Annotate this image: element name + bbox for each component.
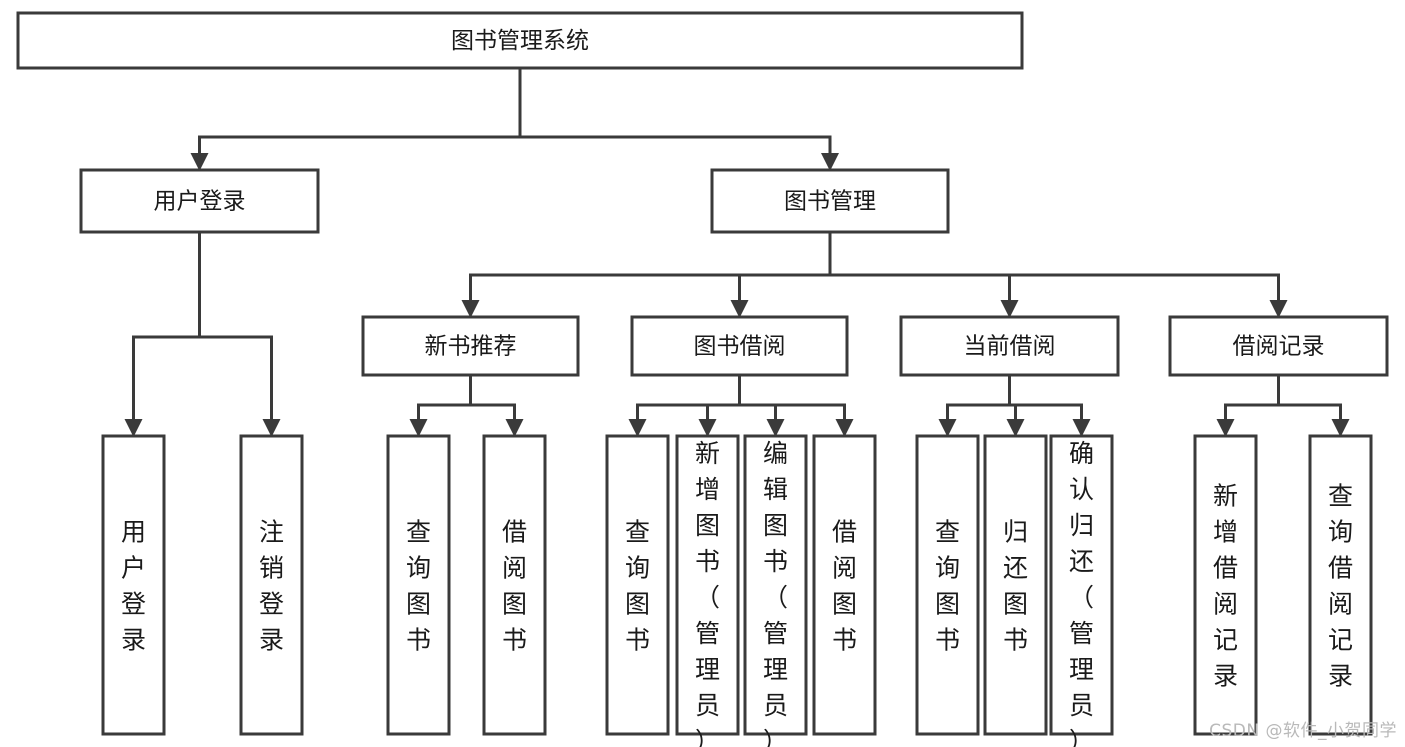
node-label-leaf-confirm-return: 确认归还（管理员） [1069, 439, 1094, 747]
node-box-leaf-user-login[interactable] [101, 434, 166, 736]
node-box-leaf-query-book-borrow[interactable] [605, 434, 670, 736]
node-box-leaf-add-book[interactable] [675, 434, 740, 736]
arrow-head-icon [1216, 419, 1235, 437]
node-box-leaf-confirm-return[interactable] [1049, 434, 1114, 736]
edge-record-to-leaves [1216, 373, 1350, 437]
node-leaf-query-borrow-record[interactable]: 查询借阅记录 [1308, 434, 1373, 736]
node-label-leaf-query-book-rec: 查询图书 [406, 517, 431, 654]
arrow-head-icon [938, 419, 957, 437]
node-label-leaf-borrow-book: 借阅图书 [832, 517, 857, 654]
node-book-borrow[interactable]: 图书借阅 [630, 315, 849, 377]
node-leaf-add-book[interactable]: 新增图书（管理员） [675, 434, 740, 747]
node-box-book-borrow[interactable] [630, 315, 849, 377]
edges-layer [124, 66, 1350, 437]
node-leaf-user-logout[interactable]: 注销登录 [239, 434, 304, 736]
arrow-head-icon [409, 419, 428, 437]
node-label-leaf-query-borrow-record: 查询借阅记录 [1328, 481, 1353, 690]
node-label-book-management: 图书管理 [784, 189, 876, 215]
node-label-book-borrow: 图书借阅 [694, 334, 786, 360]
node-book-management[interactable]: 图书管理 [710, 168, 950, 234]
node-leaf-return-book[interactable]: 归还图书 [983, 434, 1048, 736]
node-box-current-borrow[interactable] [899, 315, 1120, 377]
node-box-leaf-borrow-book[interactable] [812, 434, 877, 736]
node-box-leaf-query-book-current[interactable] [915, 434, 980, 736]
node-box-new-book-recommend[interactable] [361, 315, 580, 377]
node-leaf-edit-book[interactable]: 编辑图书（管理员） [743, 434, 808, 747]
node-label-current-borrow: 当前借阅 [964, 334, 1056, 360]
node-current-borrow[interactable]: 当前借阅 [899, 315, 1120, 377]
node-user-login[interactable]: 用户登录 [79, 168, 320, 234]
arrow-head-icon [628, 419, 647, 437]
arrow-head-icon [821, 153, 839, 171]
node-box-leaf-edit-book[interactable] [743, 434, 808, 736]
edge-root-to-level2 [190, 66, 839, 171]
node-leaf-query-book-rec[interactable]: 查询图书 [386, 434, 451, 736]
node-leaf-add-borrow-record[interactable]: 新增借阅记录 [1193, 434, 1258, 736]
node-leaf-query-book-borrow[interactable]: 查询图书 [605, 434, 670, 736]
node-box-leaf-add-borrow-record[interactable] [1193, 434, 1258, 736]
node-leaf-borrow-book-rec[interactable]: 借阅图书 [482, 434, 547, 736]
node-label-leaf-user-login: 用户登录 [121, 517, 146, 654]
node-label-leaf-query-book-borrow: 查询图书 [625, 517, 650, 654]
edge-bookmgmt-to-level3 [461, 230, 1288, 318]
edge-borrow-to-leaves [628, 373, 854, 437]
edge-recommend-to-leaves [409, 373, 524, 437]
node-label-leaf-edit-book: 编辑图书（管理员） [763, 439, 788, 747]
node-box-leaf-borrow-book-rec[interactable] [482, 434, 547, 736]
arrow-head-icon [505, 419, 524, 437]
arrow-head-icon [1072, 419, 1091, 437]
node-box-borrow-record[interactable] [1168, 315, 1389, 377]
node-box-user-login[interactable] [79, 168, 320, 234]
node-label-borrow-record: 借阅记录 [1233, 334, 1325, 360]
node-label-leaf-add-borrow-record: 新增借阅记录 [1213, 481, 1238, 690]
node-label-leaf-user-logout: 注销登录 [259, 517, 284, 654]
node-root[interactable]: 图书管理系统 [16, 11, 1024, 70]
arrow-head-icon [1269, 300, 1288, 318]
arrow-head-icon [1006, 419, 1025, 437]
arrow-head-icon [190, 153, 209, 171]
node-label-root: 图书管理系统 [451, 28, 589, 54]
arrow-head-icon [766, 419, 785, 437]
node-leaf-borrow-book[interactable]: 借阅图书 [812, 434, 877, 736]
arrow-head-icon [835, 419, 854, 437]
node-label-leaf-return-book: 归还图书 [1003, 517, 1028, 654]
edge-current-to-leaves [938, 373, 1091, 437]
node-leaf-confirm-return[interactable]: 确认归还（管理员） [1049, 434, 1114, 747]
node-box-leaf-query-borrow-record[interactable] [1308, 434, 1373, 736]
arrow-head-icon [730, 300, 749, 318]
watermark-label: CSDN @软件_小贺同学 [1209, 721, 1397, 741]
arrow-head-icon [1331, 419, 1350, 437]
node-label-leaf-add-book: 新增图书（管理员） [695, 439, 720, 747]
node-leaf-user-login[interactable]: 用户登录 [101, 434, 166, 736]
node-label-user-login: 用户登录 [154, 189, 246, 215]
arrow-head-icon [262, 419, 281, 437]
arrow-head-icon [124, 419, 143, 437]
node-box-leaf-return-book[interactable] [983, 434, 1048, 736]
node-box-leaf-user-logout[interactable] [239, 434, 304, 736]
node-label-new-book-recommend: 新书推荐 [425, 334, 517, 360]
arrow-head-icon [698, 419, 717, 437]
arrow-head-icon [1000, 300, 1019, 318]
node-box-root[interactable] [16, 11, 1024, 70]
node-borrow-record[interactable]: 借阅记录 [1168, 315, 1389, 377]
node-label-leaf-borrow-book-rec: 借阅图书 [502, 517, 527, 654]
node-label-leaf-query-book-current: 查询图书 [935, 517, 960, 654]
arrow-head-icon [461, 300, 480, 318]
node-box-leaf-query-book-rec[interactable] [386, 434, 451, 736]
edge-userlogin-to-leaves [124, 230, 281, 437]
nodes-layer: 图书管理系统用户登录图书管理新书推荐图书借阅当前借阅借阅记录用户登录注销登录查询… [16, 11, 1389, 747]
node-leaf-query-book-current[interactable]: 查询图书 [915, 434, 980, 736]
node-new-book-recommend[interactable]: 新书推荐 [361, 315, 580, 377]
node-box-book-management[interactable] [710, 168, 950, 234]
